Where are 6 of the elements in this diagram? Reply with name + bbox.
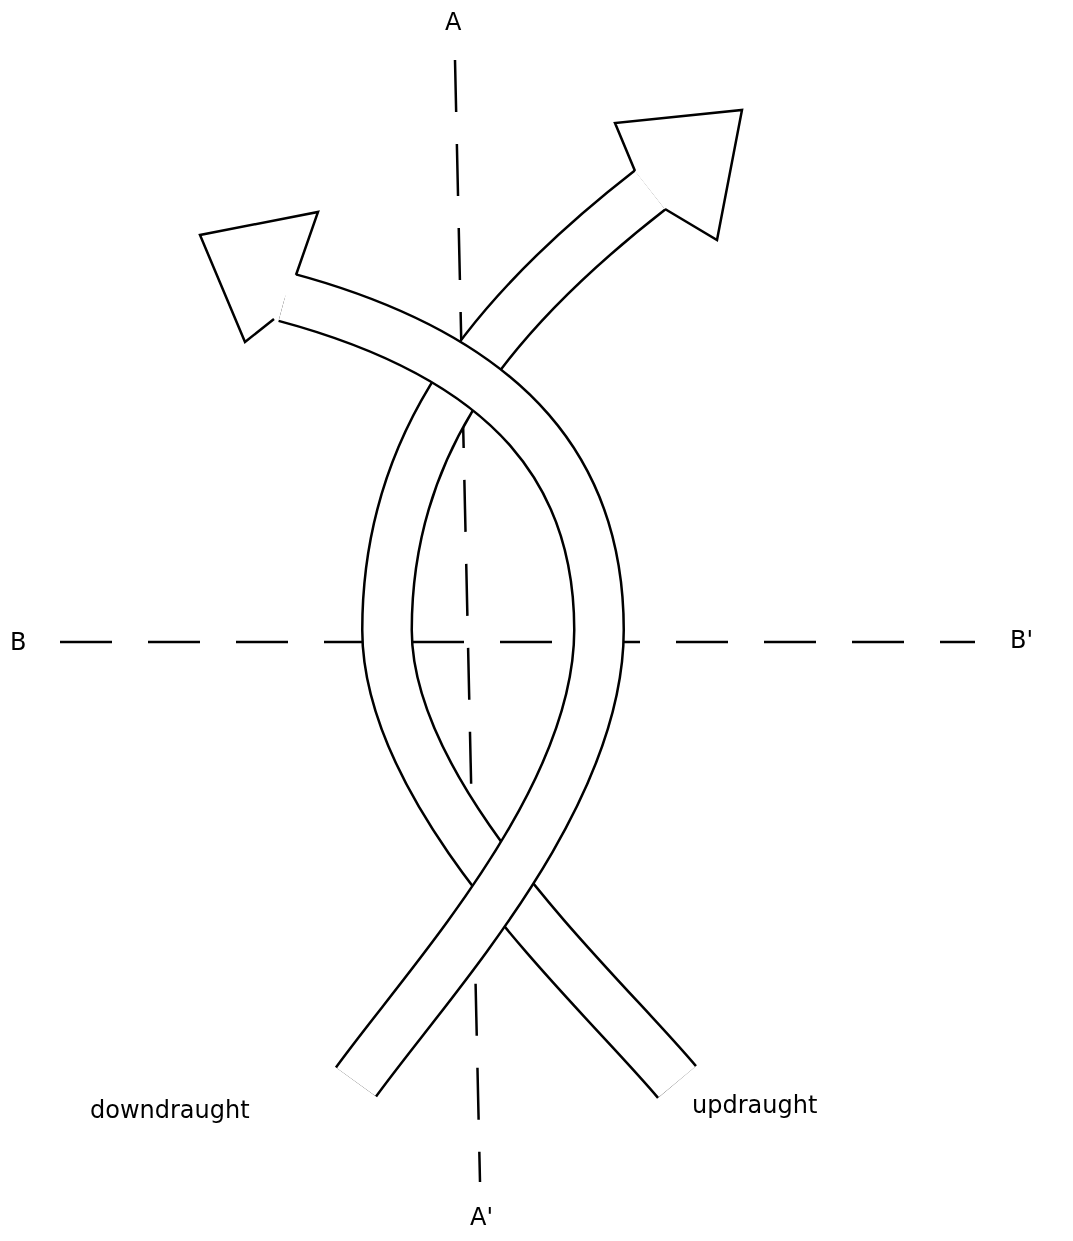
flow-label: updraught — [692, 1093, 818, 1117]
section-label: A' — [470, 1205, 493, 1229]
section-label: A — [445, 10, 462, 34]
section-label: B' — [1010, 628, 1034, 652]
flow-label: downdraught — [90, 1098, 250, 1122]
section-label: B — [10, 630, 27, 654]
